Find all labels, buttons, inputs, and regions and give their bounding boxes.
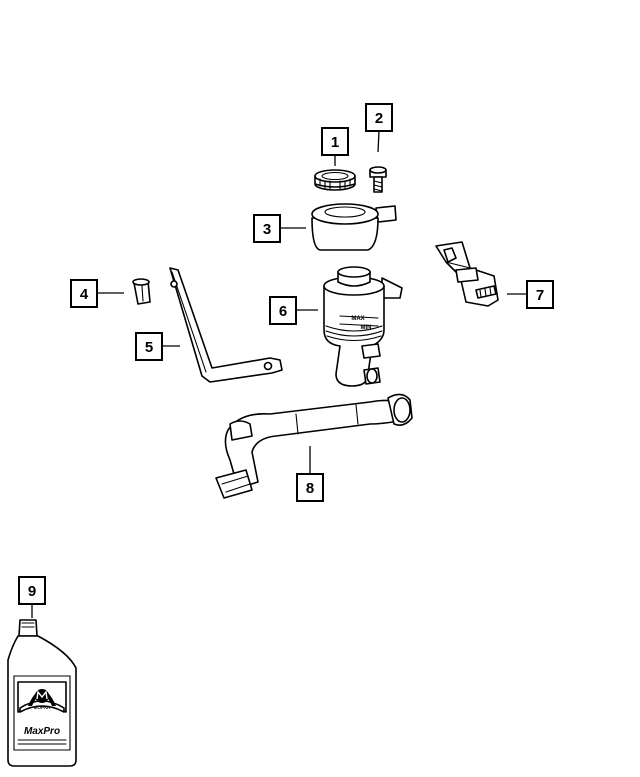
- reservoir: MAX MIN: [323, 266, 403, 387]
- min-mark: MIN: [361, 325, 372, 331]
- callout-label-1: 1: [331, 134, 339, 151]
- fluid-bottle: MOPAR MaxPro: [7, 619, 77, 767]
- callout-label-7: 7: [536, 287, 544, 304]
- callout-label-9: 9: [28, 583, 36, 600]
- callout-label-6: 6: [279, 303, 287, 320]
- callout-6[interactable]: 6: [269, 296, 318, 325]
- mounting-bracket: [435, 241, 499, 307]
- callout-label-3: 3: [263, 221, 271, 238]
- bolt: [369, 166, 387, 193]
- reservoir-cap: [314, 169, 356, 191]
- callout-9[interactable]: 9: [18, 576, 46, 618]
- callout-label-2: 2: [375, 110, 383, 127]
- callout-3[interactable]: 3: [253, 214, 306, 243]
- bracket: [169, 267, 283, 383]
- product-text: MaxPro: [24, 726, 60, 737]
- callout-1[interactable]: 1: [321, 127, 349, 166]
- callout-box-9: [18, 576, 46, 605]
- callout-label-5: 5: [145, 339, 153, 356]
- max-mark: MAX: [351, 316, 364, 322]
- callout-8[interactable]: 8: [296, 446, 324, 502]
- push-nut: [132, 278, 151, 305]
- mopar-logo-icon: [28, 690, 56, 706]
- logo-text: MOPAR: [34, 705, 51, 710]
- callout-box-4: [70, 279, 98, 308]
- callout-label-8: 8: [306, 480, 314, 497]
- callout-label-4: 4: [80, 286, 89, 303]
- return-hose: [215, 393, 413, 499]
- callout-2[interactable]: 2: [365, 103, 393, 153]
- callout-4[interactable]: 4: [70, 279, 124, 308]
- callout-5[interactable]: 5: [135, 332, 180, 361]
- reservoir-cover: [311, 203, 397, 251]
- callout-7[interactable]: 7: [507, 280, 554, 309]
